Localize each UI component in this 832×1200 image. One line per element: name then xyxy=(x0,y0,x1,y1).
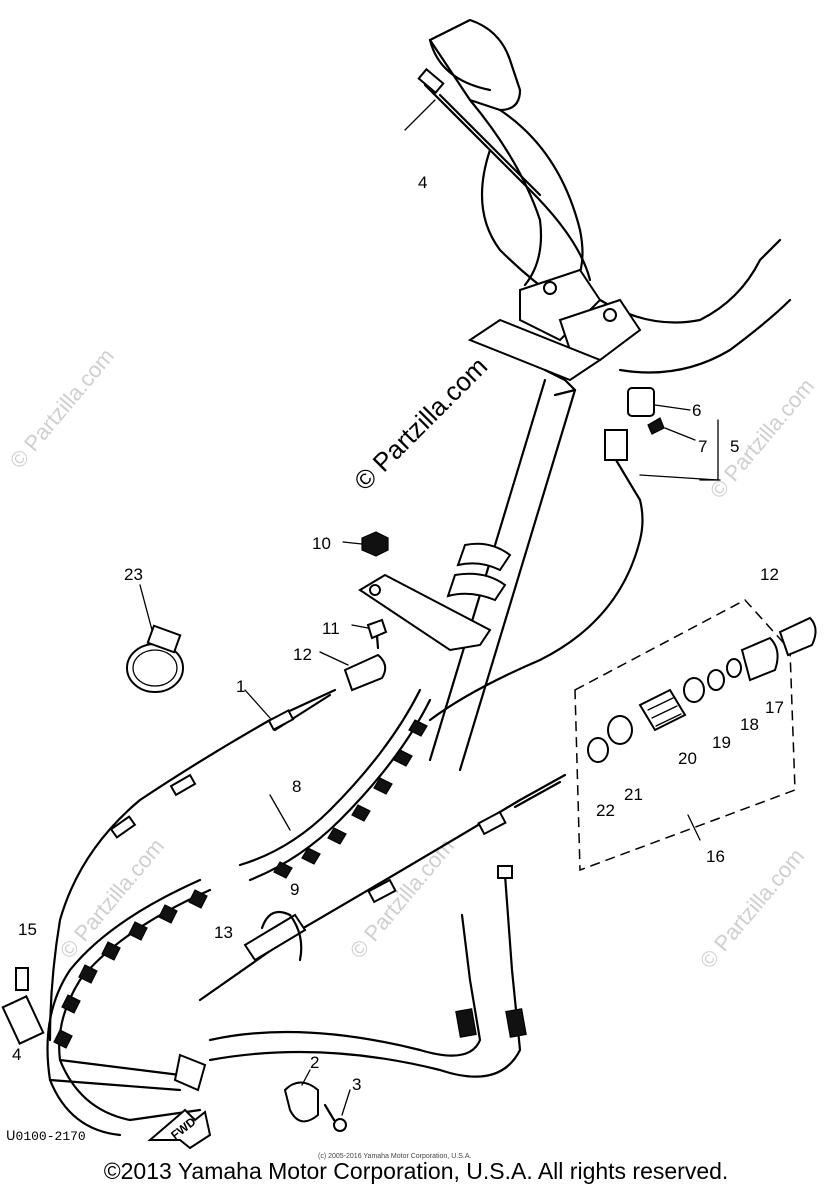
callout-5: 5 xyxy=(730,437,739,456)
steering-column xyxy=(358,378,577,772)
throttle-cables xyxy=(208,865,527,1078)
callout-17: 17 xyxy=(765,698,784,717)
callout-3: 3 xyxy=(352,1075,361,1094)
cable-1 xyxy=(48,688,337,1042)
callout-4-bottom: 4 xyxy=(12,1045,21,1064)
clamp-2-screw-3 xyxy=(283,1069,351,1132)
choke-knob-assembly xyxy=(428,387,721,722)
callout-9: 9 xyxy=(290,880,299,899)
watermark-faint: © Partzilla.com xyxy=(345,834,459,964)
callout-21: 21 xyxy=(624,785,643,804)
small-copyright: (c) 2005-2016 Yamaha Motor Corporation, … xyxy=(318,1153,471,1160)
cable-4-upper xyxy=(404,67,592,282)
watermark-faint: © Partzilla.com xyxy=(705,374,819,504)
callout-18: 18 xyxy=(740,715,759,734)
diagram-code: ᑌ0100-2170 xyxy=(6,1129,86,1144)
fwd-arrow: FWD xyxy=(147,1108,212,1150)
callouts: 4 6 7 5 10 23 12 11 12 1 17 18 19 20 8 2… xyxy=(12,173,784,1094)
callout-2: 2 xyxy=(310,1053,319,1072)
callout-11: 11 xyxy=(322,619,340,638)
callout-1: 1 xyxy=(236,677,245,696)
nut-10 xyxy=(342,531,389,557)
callout-6: 6 xyxy=(692,401,701,420)
bolt-11-fitting-12 xyxy=(319,618,388,692)
cable-lower xyxy=(198,773,567,1002)
callout-20: 20 xyxy=(678,749,697,768)
fitting-15 xyxy=(1,967,45,1045)
callout-12-right: 12 xyxy=(760,565,779,584)
watermark-faint: © Partzilla.com xyxy=(5,344,119,474)
hose-clamp-23 xyxy=(126,584,184,693)
handlebar xyxy=(428,18,792,397)
spiral-wrap-8 xyxy=(238,688,432,882)
callout-19: 19 xyxy=(712,733,731,752)
callout-8: 8 xyxy=(292,777,301,796)
watermark-center: © Partzilla.com xyxy=(348,351,493,496)
callout-22: 22 xyxy=(596,801,615,820)
footer-copyright: ©2013 Yamaha Motor Corporation, U.S.A. A… xyxy=(103,1158,729,1184)
callout-15: 15 xyxy=(18,920,37,939)
lower-bundle xyxy=(46,878,212,1137)
callout-7: 7 xyxy=(698,437,707,456)
callout-23: 23 xyxy=(124,565,143,584)
callout-16: 16 xyxy=(706,847,725,866)
callout-12-left: 12 xyxy=(293,645,312,664)
assembly-16 xyxy=(574,599,817,872)
callout-10: 10 xyxy=(312,534,331,553)
callout-4-top: 4 xyxy=(418,173,427,192)
callout-13: 13 xyxy=(214,923,233,942)
